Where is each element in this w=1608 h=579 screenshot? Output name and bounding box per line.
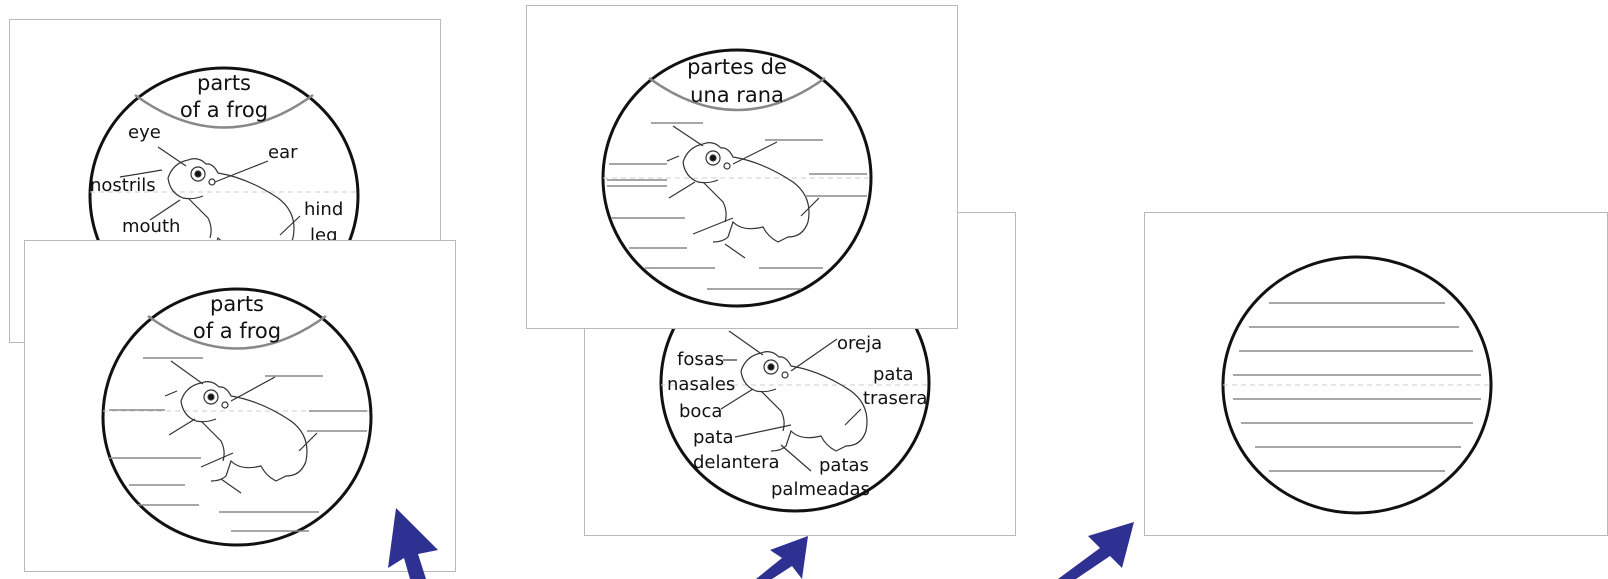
card-writing-lines (1144, 212, 1608, 536)
writing-lines-diagram (1221, 255, 1493, 515)
arrow-icon (388, 508, 438, 579)
label-hind: hind (304, 199, 343, 220)
frog-drawing (180, 381, 308, 482)
pointer-lines (666, 125, 820, 259)
pointer-lines (164, 360, 318, 494)
label-pata-trasera-2: trasera (863, 388, 927, 409)
english-blank-diagram: parts of a frog (101, 287, 373, 547)
circle-outline (101, 287, 373, 547)
label-lines (720, 330, 862, 472)
label-mouth: mouth (122, 216, 180, 237)
frog-drawing (682, 142, 810, 243)
label-boca: boca (679, 401, 722, 422)
title-line2: una rana (690, 83, 784, 107)
title-line1: parts (210, 292, 264, 316)
label-oreja: oreja (837, 333, 882, 354)
label-patas: patas (819, 455, 869, 476)
title-line2: of a frog (180, 98, 268, 122)
blank-answer-lines (607, 122, 867, 290)
label-eye: eye (128, 122, 161, 143)
title-line1: parts (197, 71, 251, 95)
writing-lines (1233, 302, 1481, 472)
arrow-icon (1058, 522, 1134, 579)
spanish-blank-diagram: partes de una rana (601, 48, 873, 308)
title-line2: of a frog (193, 319, 281, 343)
card-english-blank: parts of a frog (24, 240, 456, 572)
label-nasales: nasales (667, 374, 735, 395)
title-line1: partes de (687, 55, 787, 79)
label-nostrils: nostrils (90, 175, 156, 196)
label-pata-trasera-1: pata (873, 364, 914, 385)
label-ear: ear (268, 142, 298, 163)
blank-answer-lines (109, 357, 367, 532)
label-palmeadas: palmeadas (771, 479, 870, 500)
arrow-icon (756, 536, 808, 579)
label-pata-delantera-2: delantera (693, 452, 780, 473)
card-spanish-blank: partes de una rana (526, 5, 958, 329)
label-lines (119, 146, 301, 236)
title-arc (134, 93, 314, 129)
label-pata-delantera-1: pata (693, 427, 734, 448)
title-arc (648, 76, 826, 112)
label-fosas: fosas (677, 349, 724, 370)
frog-drawing (167, 158, 295, 259)
title-arc (147, 314, 327, 350)
frog-drawing (740, 351, 868, 452)
